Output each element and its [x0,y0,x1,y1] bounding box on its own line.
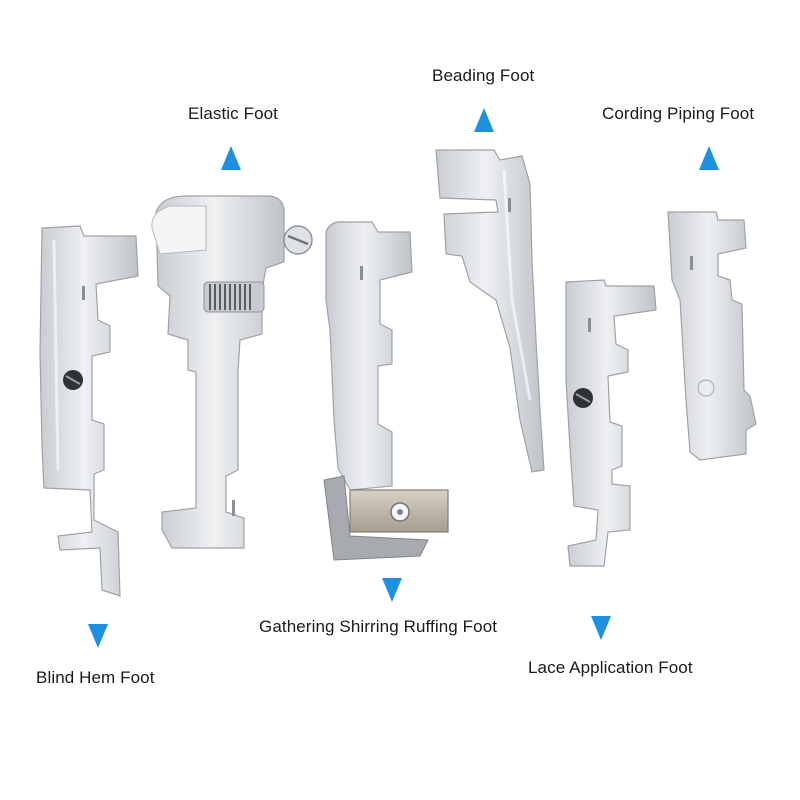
triangle-down-icon [591,616,611,640]
label-beading-foot: Beading Foot [432,66,535,85]
blind-hem-foot-part [39,225,139,597]
label-cording-piping-foot: Cording Piping Foot [602,104,755,123]
screw-icon [63,370,83,390]
lace-application-foot-part [565,279,657,567]
triangle-up-icon [474,108,494,132]
triangle-down-icon [382,578,402,602]
label-elastic-foot: Elastic Foot [188,104,279,123]
screw-icon [283,225,313,255]
triangle-up-icon [221,146,241,170]
triangle-down-icon [88,624,108,648]
label-blind-hem-foot: Blind Hem Foot [36,668,155,687]
triangle-up-icon [699,146,719,170]
screw-icon [573,388,593,408]
screw-icon [390,502,410,522]
label-gathering-foot: Gathering Shirring Ruffing Foot [259,617,498,636]
gathering-foot-part [323,221,449,561]
elastic-foot-part [151,195,285,549]
cording-piping-foot-part [667,211,757,461]
label-lace-application-foot: Lace Application Foot [528,658,693,677]
beading-foot-part [435,149,545,473]
